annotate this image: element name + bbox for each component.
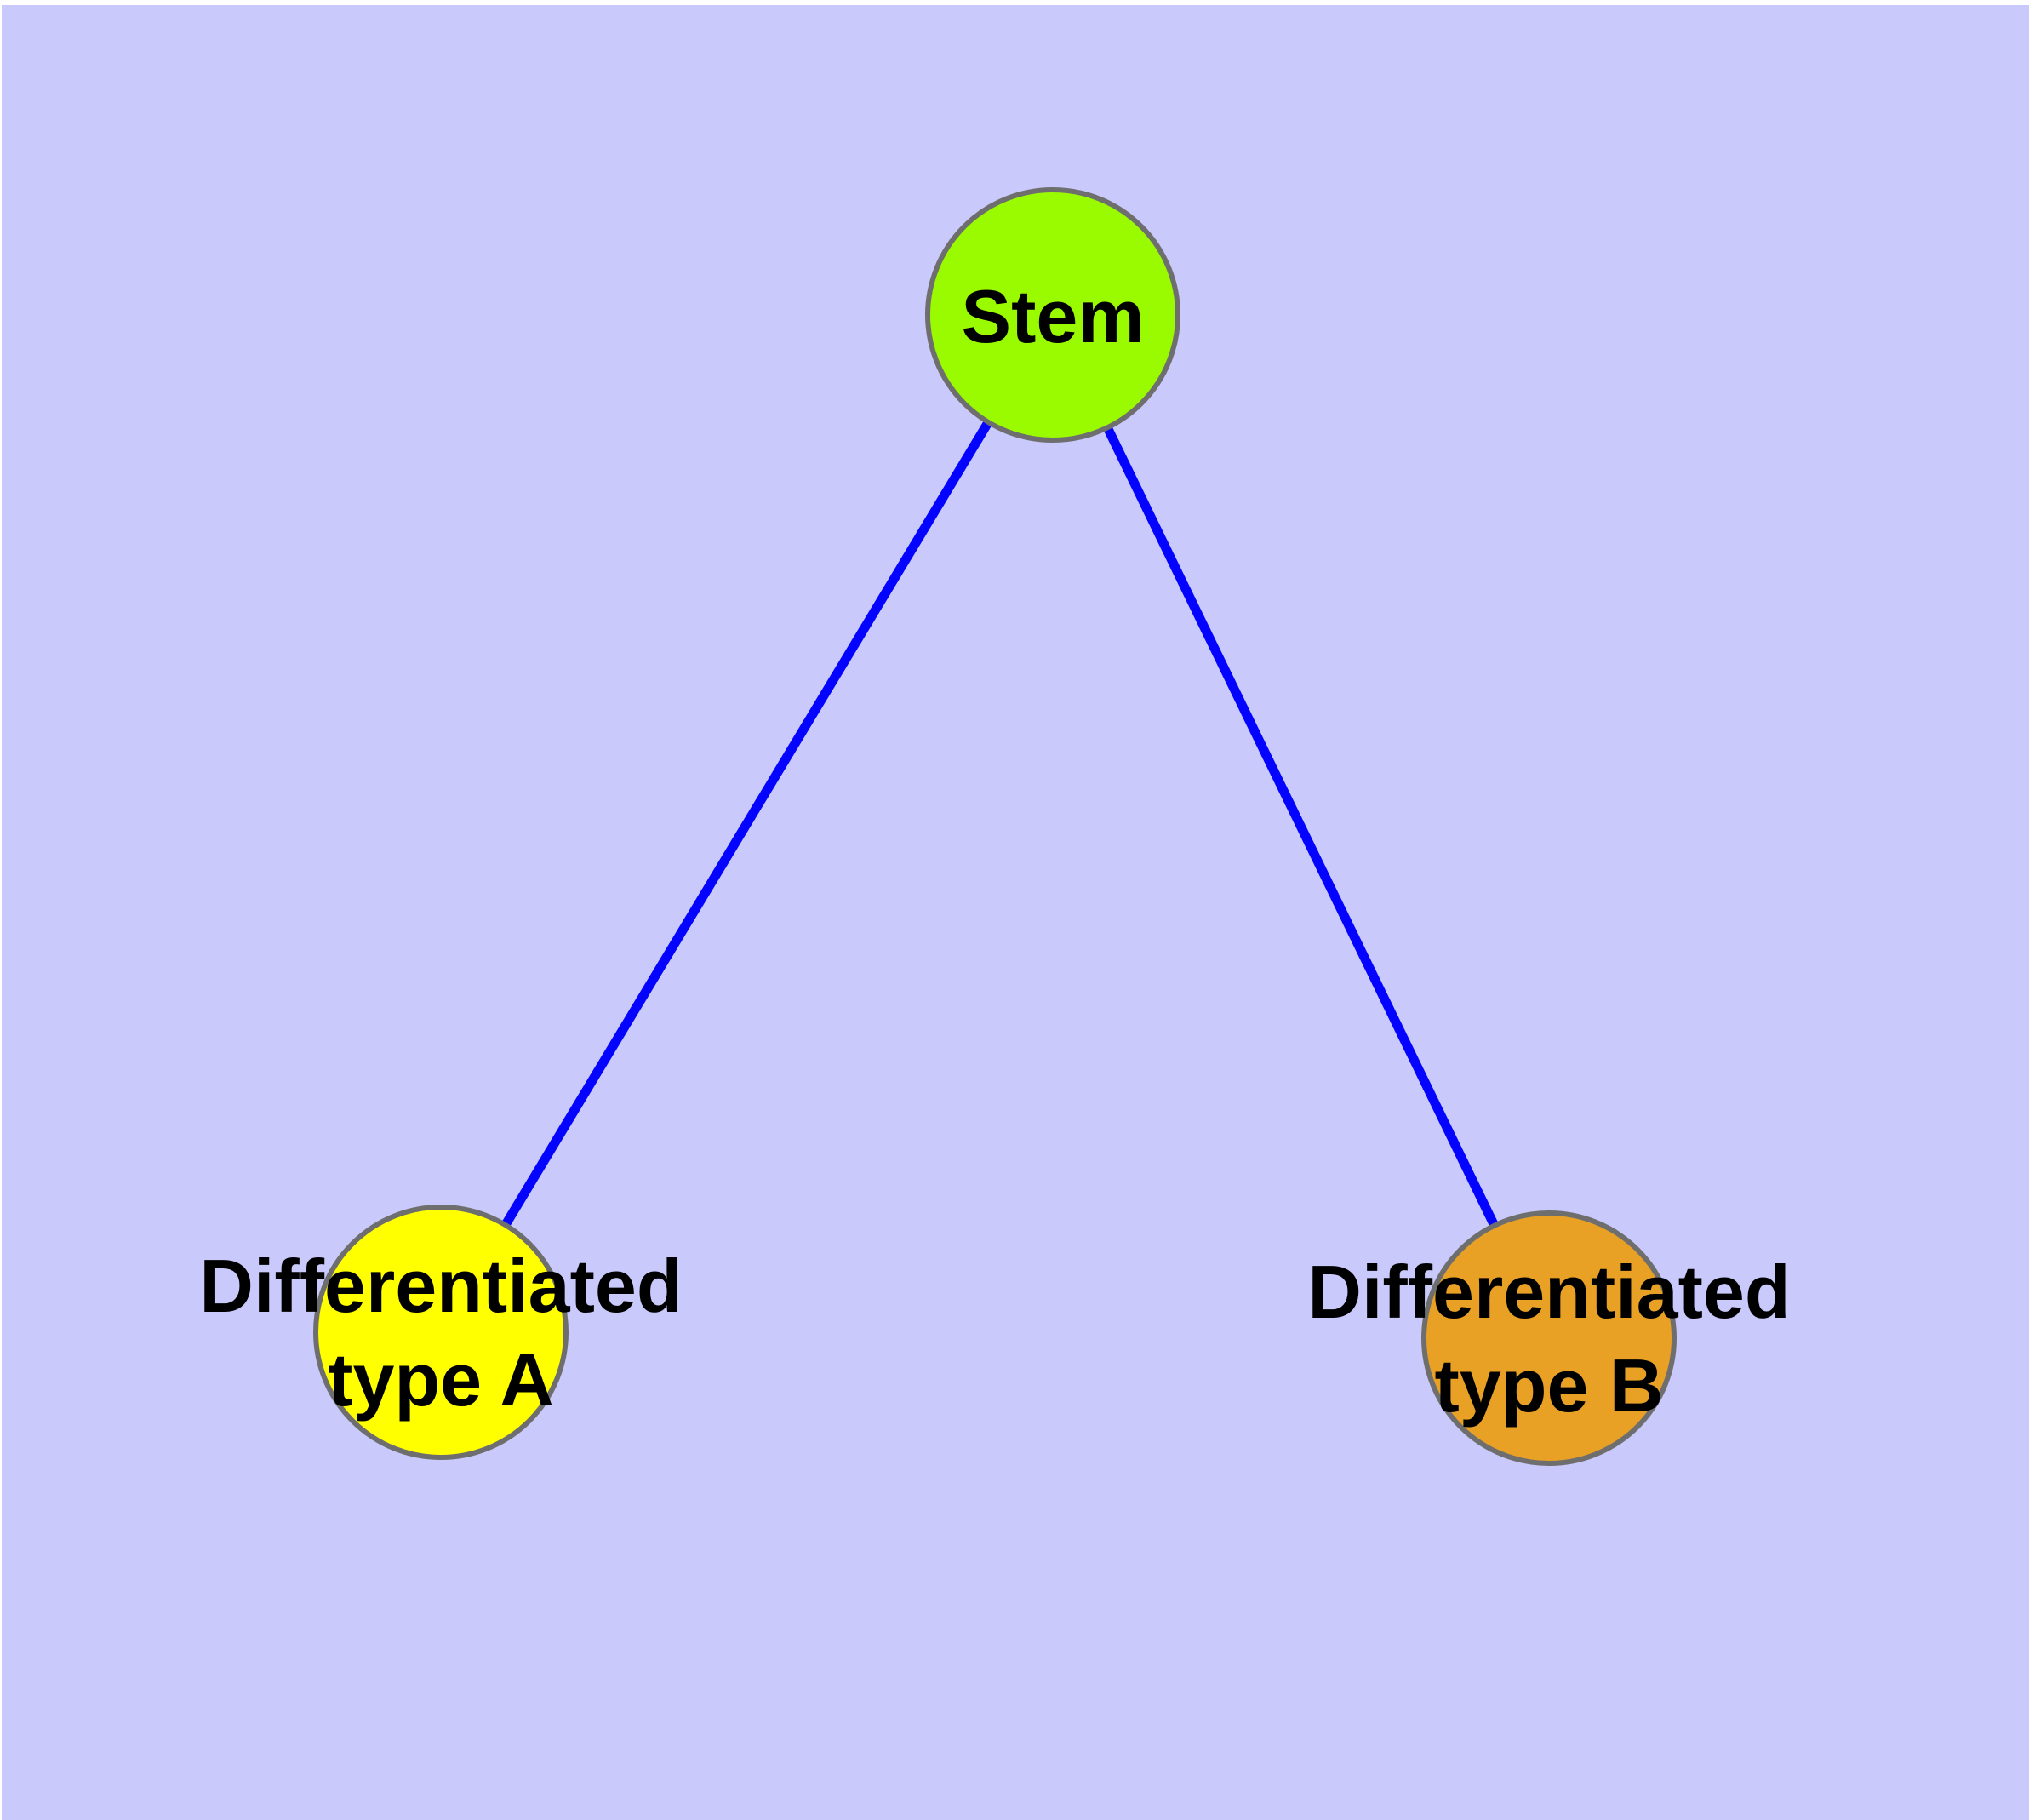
edges-layer	[437, 312, 1553, 1341]
edge-stem-to-type-a	[437, 312, 1057, 1335]
diagram-canvas: Stem Differentiated type A Differentiate…	[2, 5, 2029, 1820]
node-differentiated-type-a	[313, 1205, 569, 1460]
edge-stem-to-type-b	[1049, 312, 1553, 1341]
node-differentiated-type-b	[1421, 1210, 1677, 1466]
node-stem	[925, 187, 1180, 443]
node-differentiated-type-b-label: Differentiated type B	[1307, 1250, 1791, 1428]
node-stem-label: Stem	[961, 274, 1145, 358]
node-differentiated-type-a-label: Differentiated type A	[199, 1244, 683, 1422]
